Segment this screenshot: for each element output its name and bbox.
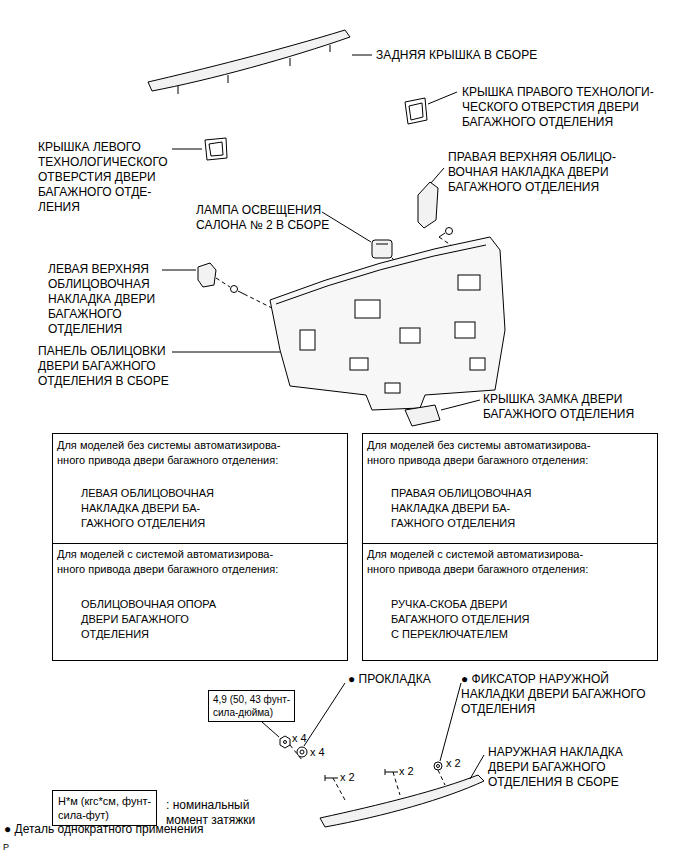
part-name: ПРАВАЯ ОБЛИЦОВОЧНАЯ НАКЛАДКА ДВЕРИ БА- Г… [391,486,531,531]
text-line: x 2 [340,770,355,785]
text-line: ГАЖНОГО ОТДЕЛЕНИЯ [81,516,214,531]
torque-box: Н*м (кгс*см, фунт- сила-фут) [52,790,157,826]
text-line: : номинальный [166,798,255,813]
text-line: ЗАДНЯЯ КРЫШКА В СБОРЕ [376,48,537,63]
part-name: ЗАДНЯЯ КРЫШКА В СБОРЕ [376,48,537,63]
condition-note: Для моделей без системы автоматизирова- … [57,438,280,468]
part-name: ЛЕВАЯ ВЕРХНЯЯ ОБЛИЦОВОЧНАЯ НАКЛАДКА ДВЕР… [48,262,155,337]
text-line: САЛОНА № 2 В СБОРЕ [196,218,329,233]
text-line: нного привода двери багажного отделения: [367,562,588,577]
part-name: ПАНЕЛЬ ОБЛИЦОВКИ ДВЕРИ БАГАЖНОГО ОТДЕЛЕН… [38,344,169,389]
text-line: Для моделей с системой автоматизирова- [57,547,278,562]
text-line: ОТДЕЛЕНИЯ В СБОРЕ [488,775,623,790]
text-line: ● ФИКСАТОР НАРУЖНОЙ [461,672,646,687]
torque-box: 4,9 (50, 43 фунт- сила-дюйма) [208,690,295,722]
text-line: ОТДЕЛЕНИЯ [48,322,155,337]
quantity: x 4 [310,745,325,760]
text-line: ● ПРОКЛАДКА [348,672,431,687]
text-line: ДВЕРИ БАГАЖНОГО [81,612,216,627]
text-line: НАКЛАДКА ДВЕРИ БА- [81,501,214,516]
text-line: ЧЕСКОГО ОТВЕРСТИЯ ДВЕРИ [462,100,654,115]
text-line: 4,9 (50, 43 фунт- [213,693,290,706]
text-line: ЛАМПА ОСВЕЩЕНИЯ [196,203,329,218]
text-line: ТЕХНОЛОГИЧЕСКОГО [38,155,168,170]
condition-note: Для моделей с системой автоматизирова- н… [367,547,588,577]
text-line: ОТДЕЛЕНИЯ [461,702,646,717]
condition-box: Для моделей без системы автоматизирова- … [362,433,658,544]
text-line: P [3,840,9,854]
quantity: x 2 [446,756,461,771]
text-line: ДВЕРИ БАГАЖНОГО [38,359,169,374]
text-line: ГАЖНОГО ОТДЕЛЕНИЯ [391,516,531,531]
text-line: С ПЕРЕКЛЮЧАТЕЛЕМ [391,627,530,642]
text-line: x 4 [292,731,307,746]
text-line: x 4 [310,745,325,760]
footnote: ● Деталь однократного применения [4,822,204,837]
torque-value: 4,9 (50, 43 фунт- сила-дюйма) [213,693,290,719]
text-line: ОТВЕРСТИЯ ДВЕРИ [38,170,168,185]
text-line: ОБЛИЦОВОЧНАЯ [48,277,155,292]
condition-box: Для моделей без системы автоматизирова- … [52,433,348,544]
text-line: ● Деталь однократного применения [4,822,204,837]
text-line: НАРУЖНАЯ НАКЛАДКА [488,745,623,760]
part-name: РУЧКА-СКОБА ДВЕРИ БАГАЖНОГО ОТДЕЛЕНИЯ С … [391,597,530,642]
text-line: КРЫШКА ЗАМКА ДВЕРИ [483,392,634,407]
quantity: x 4 [292,731,307,746]
part-name: ● ФИКСАТОР НАРУЖНОЙ НАКЛАДКИ ДВЕРИ БАГАЖ… [461,672,646,717]
page-mark: P [3,840,9,854]
text-line: Для моделей с системой автоматизирова- [367,547,588,562]
part-name: ПРАВАЯ ВЕРХНЯЯ ОБЛИЦО- ВОЧНАЯ НАКЛАДКА Д… [448,150,616,195]
text-line: x 2 [399,764,414,779]
text-line: сила-фут) [58,808,151,822]
text-line: ПРАВАЯ ОБЛИЦОВОЧНАЯ [391,486,531,501]
text-line: Н*м (кгс*см, фунт- [58,794,151,808]
text-line: ЛЕНИЯ [38,200,168,215]
text-line: БАГАЖНОГО [48,307,155,322]
text-line: НАКЛАДКА ДВЕРИ [48,292,155,307]
text-line: БАГАЖНОГО ОТДЕ- [38,185,168,200]
text-line: нного привода двери багажного отделения: [367,453,590,468]
text-line: ДВЕРИ БАГАЖНОГО [488,760,623,775]
text-line: Для моделей без системы автоматизирова- [57,438,280,453]
part-name: ОБЛИЦОВОЧНАЯ ОПОРА ДВЕРИ БАГАЖНОГО ОТДЕЛ… [81,597,216,642]
text-line: ОТДЕЛЕНИЯ В СБОРЕ [38,374,169,389]
condition-note: Для моделей с системой автоматизирова- н… [57,547,278,577]
text-line: НАКЛАДКИ ДВЕРИ БАГАЖНОГО [461,687,646,702]
text-line: БАГАЖНОГО ОТДЕЛЕНИЯ [448,180,616,195]
part-name: ЛЕВАЯ ОБЛИЦОВОЧНАЯ НАКЛАДКА ДВЕРИ БА- ГА… [81,486,214,531]
text-line: ОТДЕЛЕНИЯ [81,627,216,642]
part-name: КРЫШКА ЛЕВОГО ТЕХНОЛОГИЧЕСКОГО ОТВЕРСТИЯ… [38,140,168,215]
condition-note: Для моделей без системы автоматизирова- … [367,438,590,468]
text-line: ПАНЕЛЬ ОБЛИЦОВКИ [38,344,169,359]
text-line: x 2 [446,756,461,771]
text-line: КРЫШКА ЛЕВОГО [38,140,168,155]
text-line: Для моделей без системы автоматизирова- [367,438,590,453]
quantity: x 2 [340,770,355,785]
part-name: КРЫШКА ЗАМКА ДВЕРИ БАГАЖНОГО ОТДЕЛЕНИЯ [483,392,634,422]
text-line: НАКЛАДКА ДВЕРИ БА- [391,501,531,516]
text-line: ЛЕВАЯ ВЕРХНЯЯ [48,262,155,277]
text-line: РУЧКА-СКОБА ДВЕРИ [391,597,530,612]
text-line: сила-дюйма) [213,706,290,719]
condition-box: Для моделей с системой автоматизирова- н… [362,543,658,661]
text-line: КРЫШКА ПРАВОГО ТЕХНОЛОГИ- [462,85,654,100]
part-name: ● ПРОКЛАДКА [348,672,431,687]
torque-legend: Н*м (кгс*см, фунт- сила-фут) [58,794,151,822]
text-line: ЛЕВАЯ ОБЛИЦОВОЧНАЯ [81,486,214,501]
text-line: ОБЛИЦОВОЧНАЯ ОПОРА [81,597,216,612]
text-line: БАГАЖНОГО ОТДЕЛЕНИЯ [462,115,654,130]
text-line: ПРАВАЯ ВЕРХНЯЯ ОБЛИЦО- [448,150,616,165]
text-line: БАГАЖНОГО ОТДЕЛЕНИЯ [483,407,634,422]
part-name: КРЫШКА ПРАВОГО ТЕХНОЛОГИ- ЧЕСКОГО ОТВЕРС… [462,85,654,130]
text-line: ВОЧНАЯ НАКЛАДКА ДВЕРИ [448,165,616,180]
text-line: БАГАЖНОГО ОТДЕЛЕНИЯ [391,612,530,627]
condition-box: Для моделей с системой автоматизирова- н… [52,543,348,661]
text-line: нного привода двери багажного отделения: [57,562,278,577]
part-name: НАРУЖНАЯ НАКЛАДКА ДВЕРИ БАГАЖНОГО ОТДЕЛЕ… [488,745,623,790]
part-name: ЛАМПА ОСВЕЩЕНИЯ САЛОНА № 2 В СБОРЕ [196,203,329,233]
text-line: нного привода двери багажного отделения: [57,453,280,468]
quantity: x 2 [399,764,414,779]
